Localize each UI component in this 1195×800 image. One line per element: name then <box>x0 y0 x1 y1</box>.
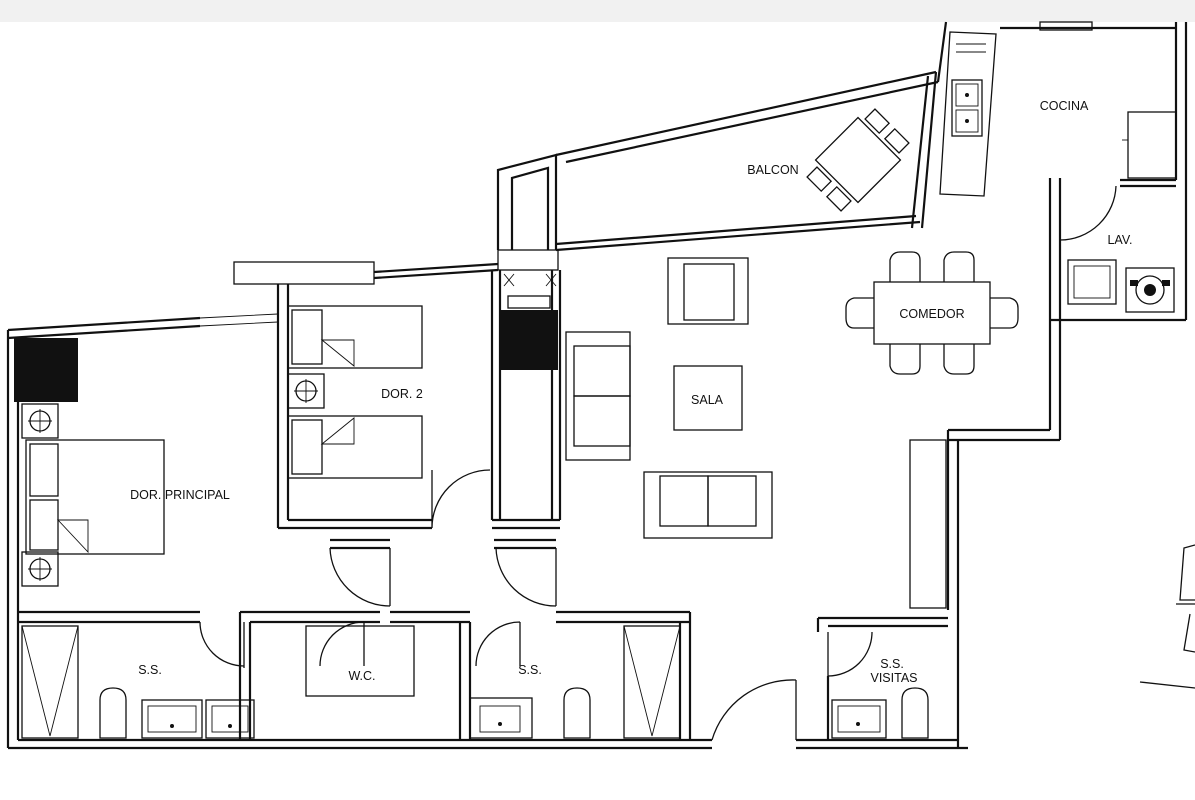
column-closet <box>500 310 558 370</box>
label-cocina: COCINA <box>1040 99 1089 113</box>
wc-fixture <box>305 625 415 697</box>
label-ss-second: S.S. <box>518 663 542 677</box>
label-balcon: BALCON <box>747 163 798 177</box>
columns <box>14 310 558 402</box>
room-labels: BALCON COCINA LAV. COMEDOR SALA DOR. 2 D… <box>130 99 1132 685</box>
label-dor-principal: DOR. PRINCIPAL <box>130 488 230 502</box>
label-wc: W.C. <box>348 669 375 683</box>
doors <box>199 185 1117 741</box>
label-ss-main: S.S. <box>138 663 162 677</box>
ss2-fixtures <box>469 625 681 739</box>
sala-furniture <box>565 257 773 539</box>
ss-visitas-fixtures <box>831 687 929 739</box>
interior-walls <box>18 178 1176 740</box>
dor2-beds <box>287 305 423 479</box>
dining-set <box>845 251 1019 375</box>
master-bed <box>21 403 165 587</box>
balcony-table <box>806 108 910 212</box>
label-sala: SALA <box>691 393 724 407</box>
label-ss-visitas-1: S.S. <box>880 657 904 671</box>
top-bar <box>0 0 1195 22</box>
windows <box>199 21 1093 327</box>
label-lav: LAV. <box>1107 233 1132 247</box>
laundry <box>1067 259 1175 313</box>
kitchen <box>939 31 1177 197</box>
label-dor2: DOR. 2 <box>381 387 423 401</box>
furniture <box>21 31 1195 739</box>
column-master <box>14 338 78 402</box>
exterior-walls <box>6 21 1188 750</box>
master-bath-fixtures <box>21 625 255 739</box>
label-comedor: COMEDOR <box>899 307 964 321</box>
label-ss-visitas-2: VISITAS <box>870 671 917 685</box>
